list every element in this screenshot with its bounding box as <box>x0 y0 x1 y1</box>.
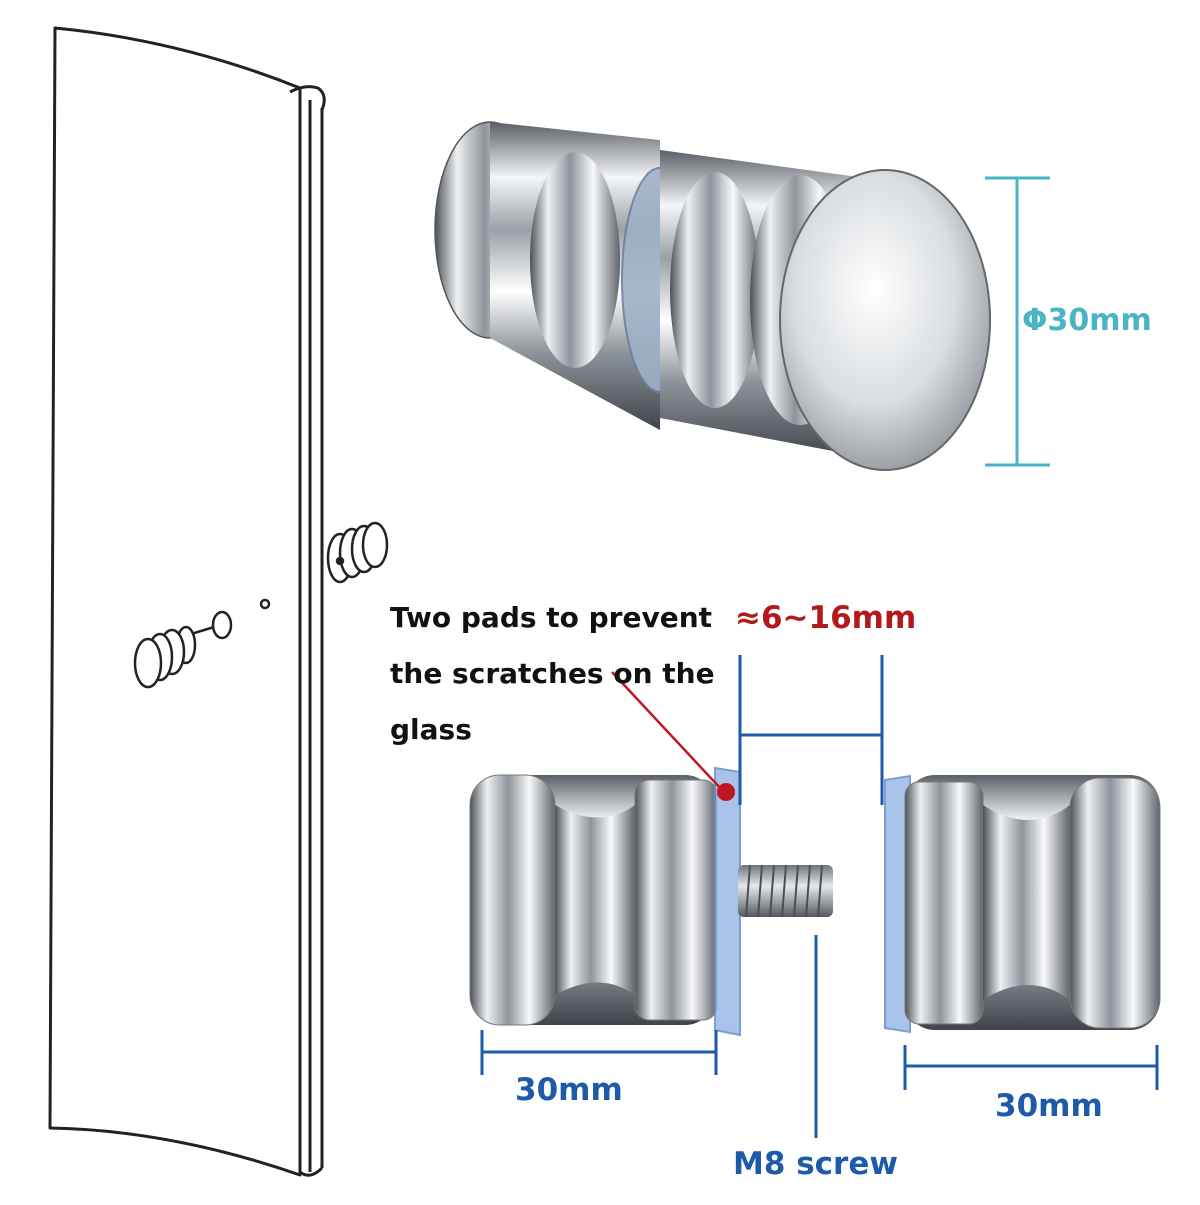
pad-note-line-2: the scratches on the <box>390 657 715 690</box>
door-knob-inside-icon <box>133 610 233 689</box>
screw-label: M8 screw <box>733 1146 898 1182</box>
assembled-knob-image <box>434 121 991 471</box>
left-knob-image <box>469 774 718 1026</box>
pad-pointer <box>611 671 735 801</box>
right-knob-image <box>884 774 1161 1034</box>
pad-note-line-1: Two pads to prevent <box>390 601 713 634</box>
right-width-dimension <box>903 1045 1159 1090</box>
gap-dimension <box>738 655 884 805</box>
glass-door-drawing <box>48 26 326 1177</box>
right-protective-pad <box>884 774 911 1034</box>
diameter-label: Φ30mm <box>1022 303 1152 338</box>
door-knob-outside-icon <box>326 521 389 584</box>
right-width-label: 30mm <box>995 1088 1103 1124</box>
left-width-label: 30mm <box>515 1072 623 1108</box>
left-width-dimension <box>480 1030 718 1075</box>
pad-note-line-3: glass <box>390 713 472 746</box>
m8-screw-image <box>738 864 833 918</box>
pad-note: Two pads to prevent the scratches on the… <box>390 590 715 758</box>
diameter-dimension <box>985 176 1050 467</box>
left-protective-pad <box>714 766 741 1037</box>
gap-label: ≈6~16mm <box>735 600 917 636</box>
